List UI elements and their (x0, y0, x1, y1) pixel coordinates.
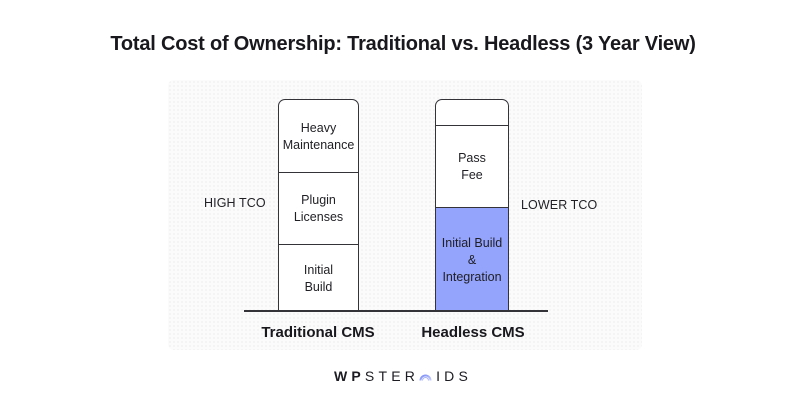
wpsteroids-logo: WPSTER IDS (0, 368, 806, 384)
logo-planet-icon (419, 369, 432, 381)
high-tco-label: HIGH TCO (204, 196, 266, 210)
diagram-title: Total Cost of Ownership: Traditional vs.… (110, 33, 696, 55)
traditional-cms-label: Traditional CMS (261, 324, 375, 341)
segment-label: Plugin Licenses (293, 193, 344, 224)
baseline-axis (244, 310, 548, 312)
logo-text-wp: WP (333, 368, 365, 384)
diagram-background-panel (168, 80, 642, 350)
segment-label: Heavy Maintenance (282, 120, 355, 152)
segment-label: Initial Build & Integration (441, 235, 503, 284)
segment-pass-fee: Pass Fee (436, 125, 508, 208)
headless-cms-label: Headless CMS (421, 324, 525, 341)
logo-text-ster: STER (364, 368, 420, 384)
headless-cms-bar: Pass Fee Initial Build & Integration (435, 99, 509, 311)
segment-empty-top (436, 100, 508, 126)
segment-heavy-maintenance: Heavy Maintenance (279, 100, 358, 173)
traditional-cms-bar: Heavy Maintenance Plugin Licenses Initia… (278, 99, 359, 311)
lower-tco-label: LOWER TCO (521, 198, 598, 212)
segment-plugin-licenses: Plugin Licenses (279, 172, 358, 245)
segment-label: Initial Build (303, 262, 334, 294)
segment-initial-build-integration: Initial Build & Integration (436, 207, 508, 311)
logo-text-ids: IDS (436, 368, 473, 384)
segment-initial-build: Initial Build (279, 244, 358, 311)
segment-label: Pass Fee (458, 151, 486, 182)
